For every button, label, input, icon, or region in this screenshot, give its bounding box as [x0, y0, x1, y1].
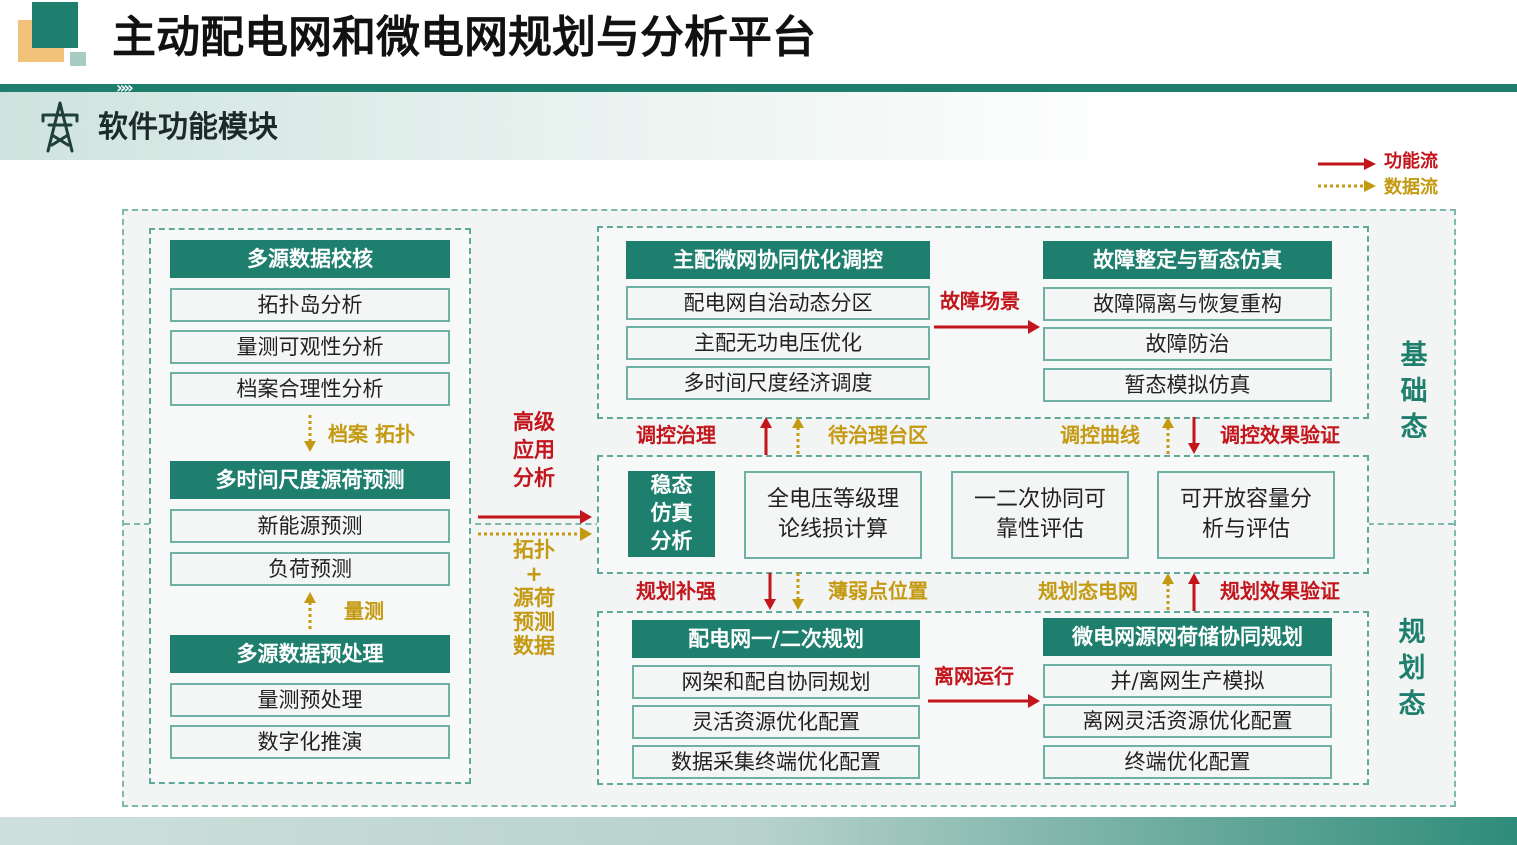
item-flex-resource: 灵活资源优化配置 — [632, 705, 920, 739]
center-label-advanced: 高级 应用 分析 — [513, 410, 555, 490]
func-arrow-down-2 — [1188, 417, 1200, 454]
data-arrow-down-1 — [304, 415, 316, 452]
chevron-decoration: »» — [116, 78, 134, 97]
link-fault-scenario: 故障场景 — [940, 289, 1020, 313]
center-arrows — [478, 510, 592, 541]
lower-flow-planned-grid: 规划态电网 — [1038, 579, 1138, 603]
data-arrow-up-3 — [792, 417, 804, 455]
upper-flow-control-curve: 调控曲线 — [1060, 423, 1140, 447]
item-fault-isolation: 故障隔离与恢复重构 — [1043, 287, 1332, 321]
center-label-data: 拓扑 + 源荷 预测 数据 — [513, 538, 555, 658]
func-arrow-fault — [934, 320, 1040, 334]
item-transient-sim: 暂态模拟仿真 — [1043, 368, 1332, 402]
lower-flow-reinforce: 规划补强 — [636, 579, 716, 603]
logo-mark — [18, 2, 88, 68]
upper-flow-control-verify: 调控效果验证 — [1220, 423, 1340, 447]
block-grid-planning-title: 配电网一/二次规划 — [632, 620, 920, 658]
legend: 功能流 数据流 — [1318, 150, 1458, 200]
item-terminal-opt: 终端优化配置 — [1043, 745, 1332, 779]
data-arrow-up-2 — [304, 592, 316, 630]
item-terminal-config: 数据采集终端优化配置 — [632, 745, 920, 779]
func-arrow-up-7 — [1188, 573, 1200, 611]
item-grid-auto-plan: 网架和配自协同规划 — [632, 665, 920, 699]
item-offgrid-resource: 离网灵活资源优化配置 — [1043, 704, 1332, 738]
item-topology-island: 拓扑岛分析 — [170, 288, 450, 322]
func-arrow-down-3 — [764, 573, 776, 610]
data-arrow-up-4 — [1162, 417, 1174, 455]
lower-flow-plan-verify: 规划效果验证 — [1220, 579, 1340, 603]
block-forecast-title: 多时间尺度源荷预测 — [170, 461, 450, 499]
item-dynamic-partition: 配电网自治动态分区 — [626, 286, 930, 320]
flow-measurement: 量测 — [344, 599, 384, 623]
flow-archive-topology: 档案 拓扑 — [328, 422, 415, 446]
upper-flow-control-gov: 调控治理 — [636, 423, 716, 447]
lower-flow-weak-point: 薄弱点位置 — [828, 579, 928, 603]
item-observability: 量测可观性分析 — [170, 330, 450, 364]
box-reliability: 一二次协同可 靠性评估 — [951, 471, 1129, 559]
block-fault-transient-title: 故障整定与暂态仿真 — [1043, 241, 1332, 279]
item-measure-preprocess: 量测预处理 — [170, 683, 450, 717]
item-load-forecast: 负荷预测 — [170, 552, 450, 586]
item-reactive-voltage: 主配无功电压优化 — [626, 326, 930, 360]
item-renewable-forecast: 新能源预测 — [170, 509, 450, 543]
footer-band — [0, 817, 1517, 845]
block-preprocess-title: 多源数据预处理 — [170, 635, 450, 673]
func-arrow-up-1 — [760, 417, 772, 455]
section-title: 软件功能模块 — [98, 110, 278, 145]
data-arrow-down-5 — [792, 573, 804, 610]
legend-data-flow: 数据流 — [1384, 177, 1438, 198]
section-banner — [0, 92, 1517, 160]
box-open-capacity: 可开放容量分 析与评估 — [1157, 471, 1335, 559]
link-offgrid: 离网运行 — [934, 664, 1014, 688]
legend-func-flow: 功能流 — [1384, 151, 1438, 172]
item-archive-rationality: 档案合理性分析 — [170, 372, 450, 406]
item-economic-dispatch: 多时间尺度经济调度 — [626, 366, 930, 400]
upper-flow-pending-area: 待治理台区 — [828, 423, 928, 447]
data-arrow-up-6 — [1162, 573, 1174, 611]
side-label-base-state: 基 础 态 — [1400, 340, 1428, 443]
block-multisource-check-title: 多源数据校核 — [170, 240, 450, 278]
block-coordinated-control-title: 主配微网协同优化调控 — [626, 241, 930, 279]
block-microgrid-plan-title: 微电网源网荷储协同规划 — [1043, 618, 1332, 656]
title-underline — [0, 84, 1517, 92]
power-tower-icon — [40, 100, 80, 154]
side-label-plan-state: 规 划 态 — [1398, 617, 1426, 720]
item-grid-sim: 并/离网生产模拟 — [1043, 664, 1332, 698]
item-digital-deduction: 数字化推演 — [170, 725, 450, 759]
item-fault-prevention: 故障防治 — [1043, 327, 1332, 361]
box-line-loss: 全电压等级理 论线损计算 — [744, 471, 922, 559]
steady-state-label: 稳态 仿真 分析 — [628, 471, 715, 557]
page-title: 主动配电网和微电网规划与分析平台 — [112, 12, 816, 63]
func-arrow-offgrid — [928, 694, 1040, 708]
